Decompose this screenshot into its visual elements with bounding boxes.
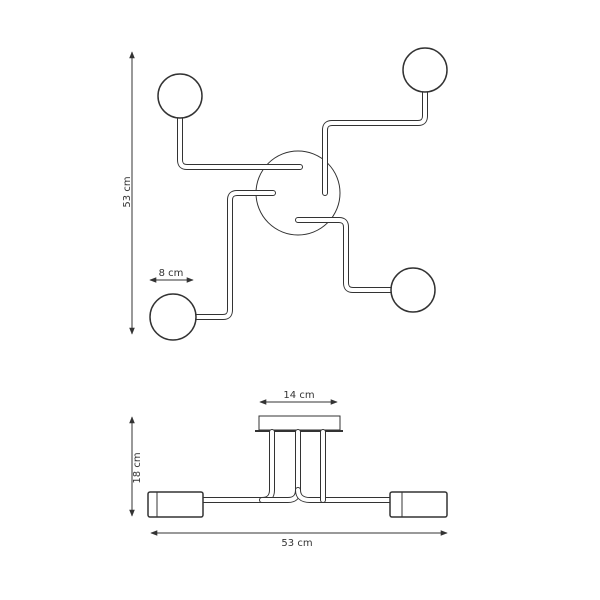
- side-width-label: 53 cm: [281, 538, 312, 549]
- shade-top-right: [402, 47, 448, 93]
- shade-bottom-right: [390, 267, 436, 313]
- shade-top-left: [157, 73, 203, 119]
- side-view: 14 cm 18 cm 53 cm: [129, 390, 448, 549]
- arm-top-left: [177, 115, 303, 170]
- arm-bottom-right: [295, 217, 394, 293]
- top-height-label: 53 cm: [122, 176, 133, 207]
- top-view: 53 cm 8 cm: [122, 47, 448, 341]
- canopy-width-label: 14 cm: [283, 390, 314, 401]
- canopy-side: [258, 415, 341, 431]
- side-height-label: 18 cm: [132, 452, 143, 483]
- shade-side-left: [147, 491, 204, 518]
- shade-diameter-label: 8 cm: [159, 268, 184, 279]
- shade-side-right: [389, 491, 448, 518]
- shade-bottom-left: [149, 293, 197, 341]
- arm-top-right: [322, 89, 428, 196]
- arm-bottom-left: [192, 190, 276, 320]
- side-tubes: [200, 429, 393, 503]
